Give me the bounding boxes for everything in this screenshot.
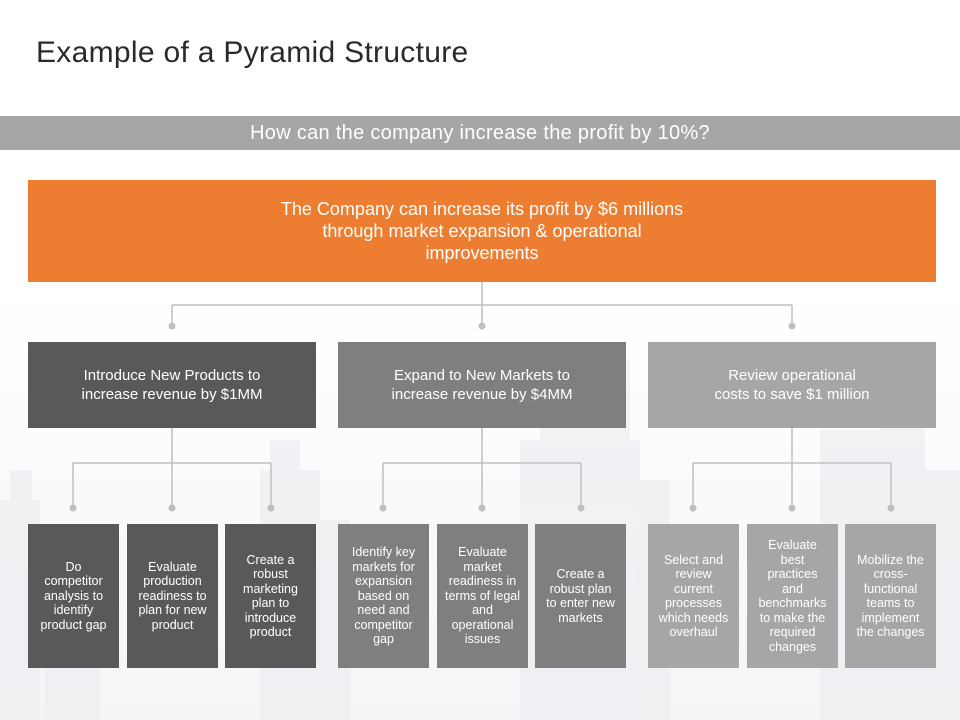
leaf-box-best-practices: Evaluate best practices and benchmarks t… [747,524,838,668]
main-answer-box: The Company can increase its profit by $… [28,180,936,282]
leaf-box-competitor-analysis: Do competitor analysis to identify produ… [28,524,119,668]
leaf-box-market-entry-plan: Create a robust plan to enter new market… [535,524,626,668]
connector-dot [267,504,275,512]
connector-dot [379,504,387,512]
connector-dot [69,504,77,512]
question-banner: How can the company increase the profit … [0,116,960,150]
connector-dot [887,504,895,512]
connector-dot [478,504,486,512]
connector-dot [478,322,486,330]
branch-box-operational-costs: Review operational costs to save $1 mill… [648,342,936,428]
leaf-box-identify-markets: Identify key markets for expansion based… [338,524,429,668]
leaf-box-mobilize-teams: Mobilize the cross- functional teams to … [845,524,936,668]
connector-dot [788,322,796,330]
connector-dot [168,504,176,512]
branch-box-new-products: Introduce New Products to increase reven… [28,342,316,428]
connector-dot [577,504,585,512]
leaf-box-marketing-plan: Create a robust marketing plan to introd… [225,524,316,668]
connector-dot [788,504,796,512]
page-title: Example of a Pyramid Structure [36,36,469,69]
connector-dot [689,504,697,512]
connector-dot [168,322,176,330]
branch-box-new-markets: Expand to New Markets to increase revenu… [338,342,626,428]
leaf-box-production-readiness: Evaluate production readiness to plan fo… [127,524,218,668]
leaf-box-market-readiness: Evaluate market readiness in terms of le… [437,524,528,668]
leaf-box-review-processes: Select and review current processes whic… [648,524,739,668]
